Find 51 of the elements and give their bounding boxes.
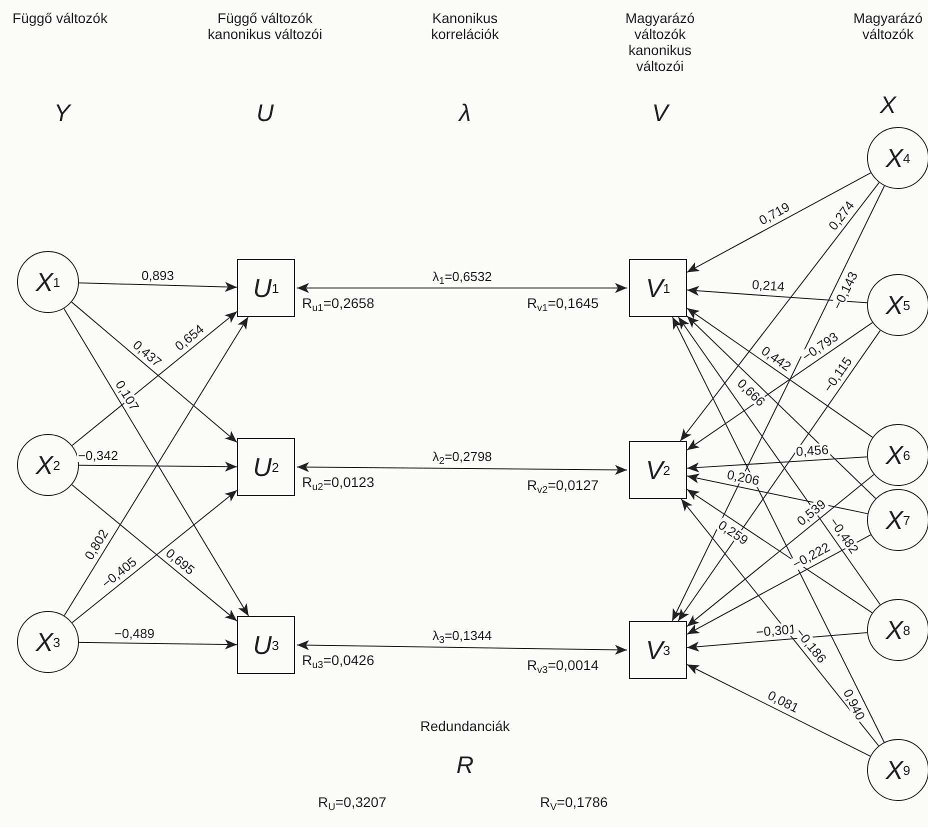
symbol-label: V <box>652 100 668 128</box>
arrow <box>680 498 880 746</box>
redundancy-label: R$_{U}$=0,3207 <box>318 795 386 813</box>
edge-label: λ$_{1}$=0,6532 <box>432 270 493 286</box>
arrow <box>686 488 873 614</box>
arrow <box>686 534 872 635</box>
redundancy-label: R$_{u3}$=0,0426 <box>302 653 374 671</box>
redundancy-label: R$_{u1}$=0,2658 <box>302 296 374 314</box>
redundancy-label: R$_{V}$=0,1786 <box>540 795 608 813</box>
edge-label: −0,342 <box>76 448 120 462</box>
arrow <box>686 308 874 438</box>
column-heading: Függő változók kanonikus változói <box>206 10 324 42</box>
edge-label: 0,206 <box>724 468 762 488</box>
symbol-label: R <box>456 752 474 780</box>
symbol-label: λ <box>459 100 471 128</box>
arrow <box>686 664 871 757</box>
arrow <box>296 283 628 293</box>
arrow <box>686 474 868 514</box>
arrow <box>686 474 874 627</box>
edge-label: 0,214 <box>750 278 786 294</box>
arrow <box>78 639 238 650</box>
arrow <box>686 456 868 472</box>
edge-label: λ$_{2}$=0,2798 <box>432 450 493 467</box>
arrow <box>686 286 868 304</box>
edge-label: 0,893 <box>140 268 176 282</box>
symbol-label: Y <box>54 100 70 128</box>
column-heading: Magyarázó változók <box>852 10 924 42</box>
arrow <box>686 632 868 652</box>
redundancy-label: R$_{v3}$=0,0014 <box>527 658 599 676</box>
arrow <box>686 316 876 499</box>
arrow <box>78 462 238 472</box>
arrow <box>672 316 885 743</box>
column-heading: Függő változók <box>12 10 108 26</box>
redundancy-label: R$_{v1}$=0,1645 <box>527 296 599 314</box>
section-heading: Redundanciák <box>420 718 510 734</box>
edge-label: −0,489 <box>113 626 156 640</box>
redundancy-label: R$_{v2}$=0,0127 <box>527 478 599 496</box>
arrow <box>78 282 238 292</box>
arrow <box>296 640 628 655</box>
column-heading: Kanonikus korrelációk <box>430 10 500 42</box>
arrow <box>686 322 873 451</box>
symbol-label: X <box>880 92 896 120</box>
edge-label: λ$_{3}$=0,1344 <box>432 629 493 646</box>
redundancy-label: R$_{u2}$=0,0123 <box>302 475 374 493</box>
column-heading: Magyarázó változók kanonikus változói <box>624 10 696 74</box>
arrow <box>296 462 628 475</box>
arrow <box>680 182 880 442</box>
edge-label: 0,456 <box>794 442 830 458</box>
arrow <box>686 172 872 273</box>
symbol-label: U <box>256 100 274 128</box>
arrow <box>672 185 885 622</box>
